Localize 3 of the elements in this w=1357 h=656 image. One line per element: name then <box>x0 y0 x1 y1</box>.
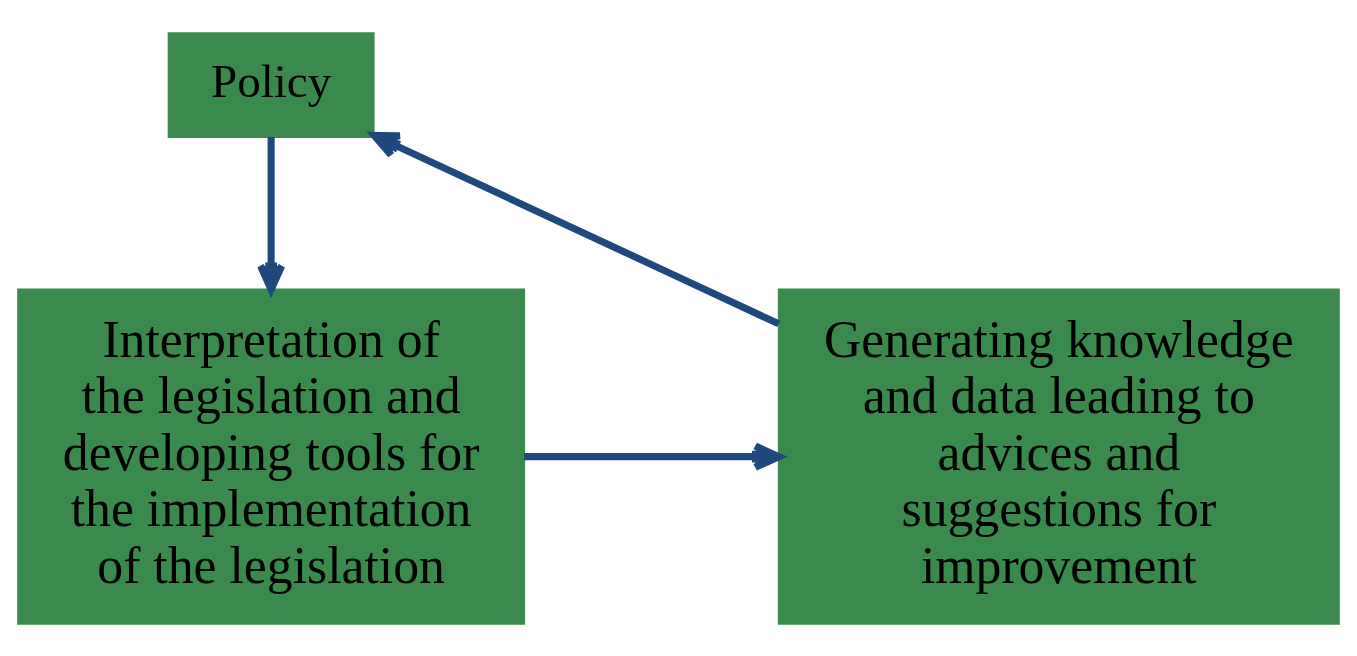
node-box: Generating knowledge and data leading to advices and suggestions for improvement <box>777 288 1340 625</box>
node-box: Interpretation of the legislation and developing tools for the implementation of the legislation <box>17 288 526 625</box>
node-box: Policy <box>167 31 375 138</box>
